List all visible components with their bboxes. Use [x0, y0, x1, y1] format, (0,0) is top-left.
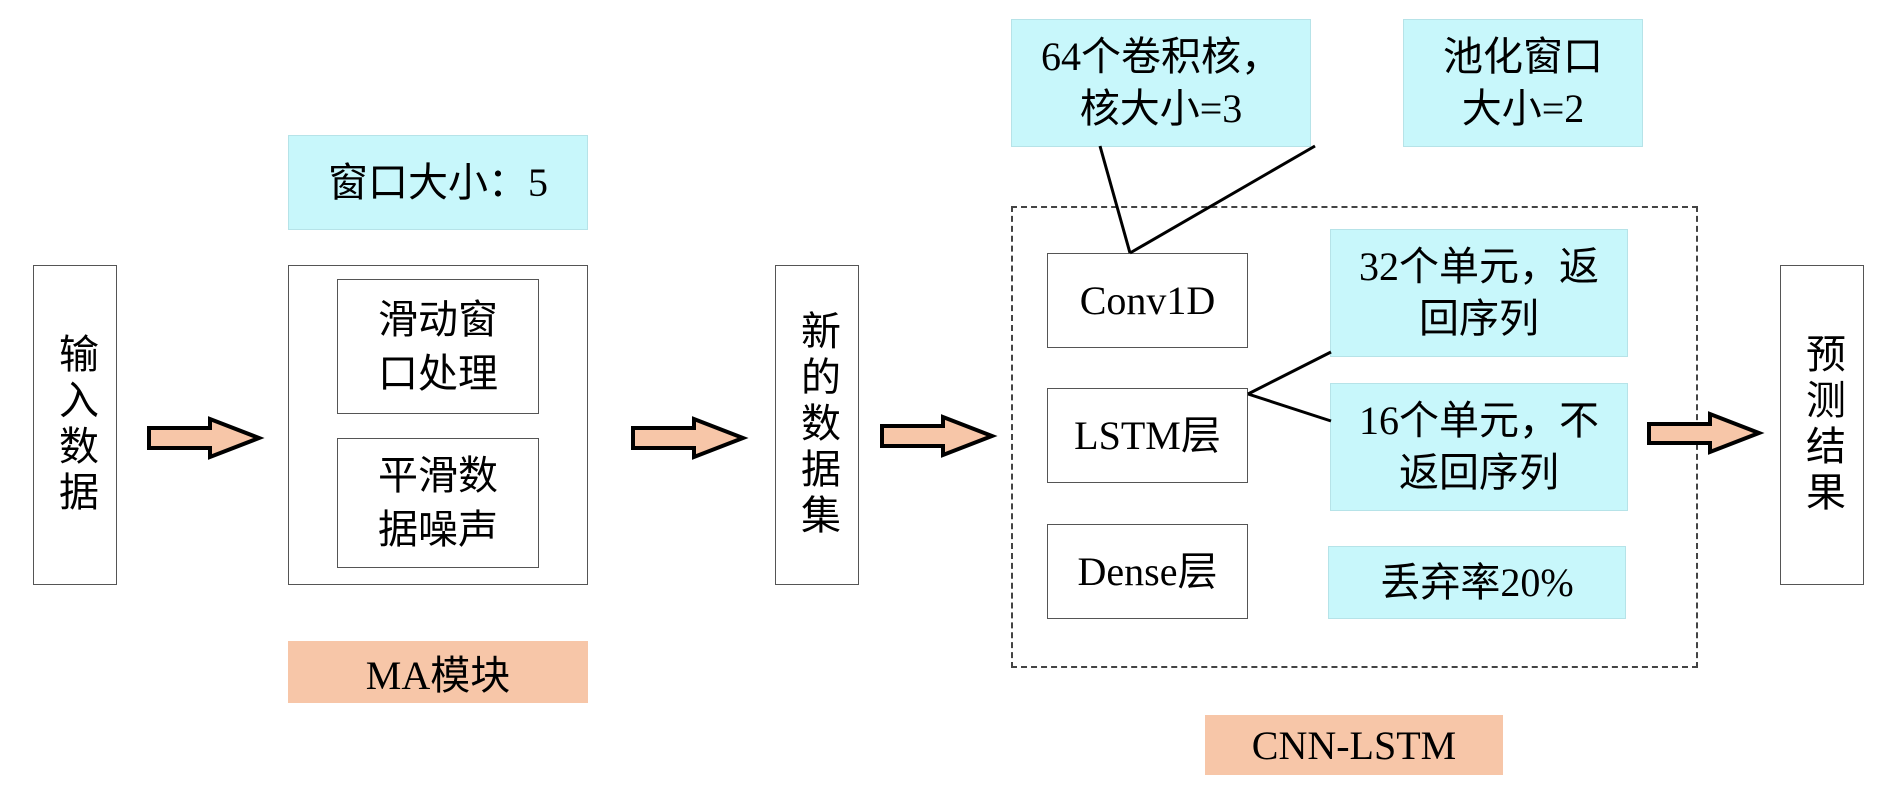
pool-params-note: 池化窗口 大小=2 — [1403, 19, 1643, 147]
prediction-box: 预测结果 — [1780, 265, 1864, 585]
sliding-window-label: 滑动窗 口处理 — [378, 296, 498, 396]
input-data-label: 输入数据 — [53, 333, 98, 517]
window-size-label: 窗口大小：5 — [328, 159, 548, 205]
new-dataset-box: 新的数据集 — [775, 265, 859, 585]
ma-module-title-text: MA模块 — [365, 653, 511, 698]
conv1d-label: Conv1D — [1079, 277, 1216, 323]
arrow-right-icon — [631, 416, 749, 460]
lstm-layer: LSTM层 — [1047, 388, 1248, 483]
arrow-right-icon — [147, 416, 265, 460]
new-dataset-label: 新的数据集 — [795, 310, 840, 540]
conv-params-note: 64个卷积核， 核大小=3 — [1011, 19, 1311, 147]
arrow-right-icon — [880, 414, 998, 458]
sliding-window-step: 滑动窗 口处理 — [337, 279, 539, 414]
lstm-note-1: 32个单元，返 回序列 — [1330, 229, 1628, 357]
cnn-lstm-title: CNN-LSTM — [1205, 715, 1503, 775]
smoothing-label: 平滑数 据噪声 — [378, 453, 498, 552]
window-size-note: 窗口大小：5 — [288, 135, 588, 230]
lstm-note-2-label: 16个单元，不 返回序列 — [1359, 398, 1599, 495]
lstm-note-1-label: 32个单元，返 回序列 — [1359, 244, 1599, 341]
conv-params-label: 64个卷积核， 核大小=3 — [1041, 34, 1281, 131]
ma-module-title: MA模块 — [288, 641, 588, 703]
lstm-note-2: 16个单元，不 返回序列 — [1330, 383, 1628, 511]
pool-params-label: 池化窗口 大小=2 — [1443, 34, 1603, 131]
prediction-label: 预测结果 — [1800, 333, 1845, 517]
cnn-lstm-title-text: CNN-LSTM — [1251, 722, 1457, 768]
conv1d-layer: Conv1D — [1047, 253, 1248, 348]
lstm-label: LSTM层 — [1074, 412, 1221, 458]
dropout-label: 丢弃率20% — [1380, 559, 1574, 605]
dropout-note: 丢弃率20% — [1328, 546, 1626, 619]
dense-label: Dense层 — [1077, 548, 1218, 594]
smoothing-step: 平滑数 据噪声 — [337, 438, 539, 568]
dense-layer: Dense层 — [1047, 524, 1248, 619]
input-data-box: 输入数据 — [33, 265, 117, 585]
